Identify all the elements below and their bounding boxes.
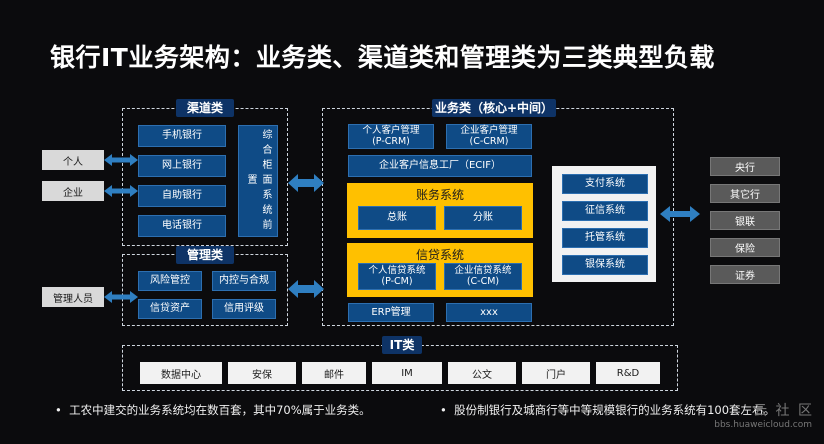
page-title: 银行IT业务架构：业务类、渠道类和管理类为三类典型负载 (50, 43, 715, 72)
arrow-business-external (660, 206, 700, 222)
watermark-url: bbs.huaweicloud.com (714, 420, 812, 430)
channel-item-self-service-bank: 自助银行 (138, 185, 226, 207)
counter-front-system-label: 综合柜面系统前置 (245, 128, 271, 234)
entity-other-banks: 其它行 (710, 184, 780, 203)
general-ledger-box: 总账 (358, 206, 436, 230)
left-arrows (104, 154, 700, 303)
arrow-manager-management (104, 291, 138, 303)
management-zone-label: 管理类 (176, 246, 234, 264)
footnote-1: • 工农中建交的业务系统均在数百套，其中70%属于业务类。 (55, 403, 371, 417)
entity-manager: 管理人员 (42, 287, 104, 307)
credit-system-title: 信贷系统 (415, 248, 464, 262)
it-item-rnd: R&D (596, 362, 660, 384)
ecif-box: 企业客户信息工厂（ECIF） (348, 155, 532, 177)
footnote-2-text: 股份制银行及城商行等中等规模银行的业务系统有100套左右。 (454, 403, 776, 417)
entity-central-bank: 央行 (710, 157, 780, 176)
p-cm-box: 个人信贷系统 (P-CM) (358, 263, 436, 290)
accounting-system-title: 账务系统 (415, 188, 464, 202)
it-item-portal: 门户 (522, 362, 590, 384)
entity-personal: 个人 (42, 150, 104, 170)
mgmt-item-credit-rating: 信用评级 (212, 299, 276, 319)
it-item-security: 安保 (228, 362, 296, 384)
it-zone-label: IT类 (382, 336, 422, 354)
it-item-documents: 公文 (448, 362, 516, 384)
watermark: 云 社 区 (753, 403, 814, 419)
entity-securities: 证券 (710, 265, 780, 284)
it-item-email: 邮件 (302, 362, 366, 384)
business-zone-label: 业务类（核心+中间） (432, 99, 556, 117)
mgmt-item-compliance: 内控与合规 (212, 271, 276, 291)
arrow-personal-channel (104, 154, 138, 166)
bancassurance-system-box: 银保系统 (562, 255, 648, 275)
p-crm-box: 个人客户管理 (P-CRM) (348, 124, 434, 149)
entity-unionpay: 银联 (710, 211, 780, 230)
it-item-data-center: 数据中心 (140, 362, 222, 384)
channel-item-phone-bank: 电话银行 (138, 215, 226, 237)
custody-system-box: 托管系统 (562, 228, 648, 248)
xxx-box: xxx (446, 303, 532, 322)
payment-system-box: 支付系统 (562, 174, 648, 194)
entity-insurance: 保险 (710, 238, 780, 257)
channel-zone-label: 渠道类 (176, 99, 234, 117)
mgmt-item-credit-assets: 信贷资产 (138, 299, 202, 319)
footnote-1-text: 工农中建交的业务系统均在数百套，其中70%属于业务类。 (69, 403, 371, 417)
it-item-im: IM (372, 362, 442, 384)
credit-reference-system-box: 征信系统 (562, 201, 648, 221)
channel-item-mobile-bank: 手机银行 (138, 125, 226, 147)
footnote-2: • 股份制银行及城商行等中等规模银行的业务系统有100套左右。 (440, 403, 776, 417)
arrow-channel-business (288, 174, 324, 192)
erp-box: ERP管理 (348, 303, 434, 322)
channel-item-online-bank: 网上银行 (138, 155, 226, 177)
counter-front-system: 综合柜面系统前置 (238, 125, 278, 237)
c-cm-box: 企业信贷系统 (C-CM) (444, 263, 522, 290)
entity-enterprise: 企业 (42, 181, 104, 201)
arrow-enterprise-channel (104, 185, 138, 197)
c-crm-box: 企业客户管理 (C-CRM) (446, 124, 532, 149)
sub-ledger-box: 分账 (444, 206, 522, 230)
mgmt-item-risk-control: 风险管控 (138, 271, 202, 291)
arrow-management-business (288, 280, 324, 298)
